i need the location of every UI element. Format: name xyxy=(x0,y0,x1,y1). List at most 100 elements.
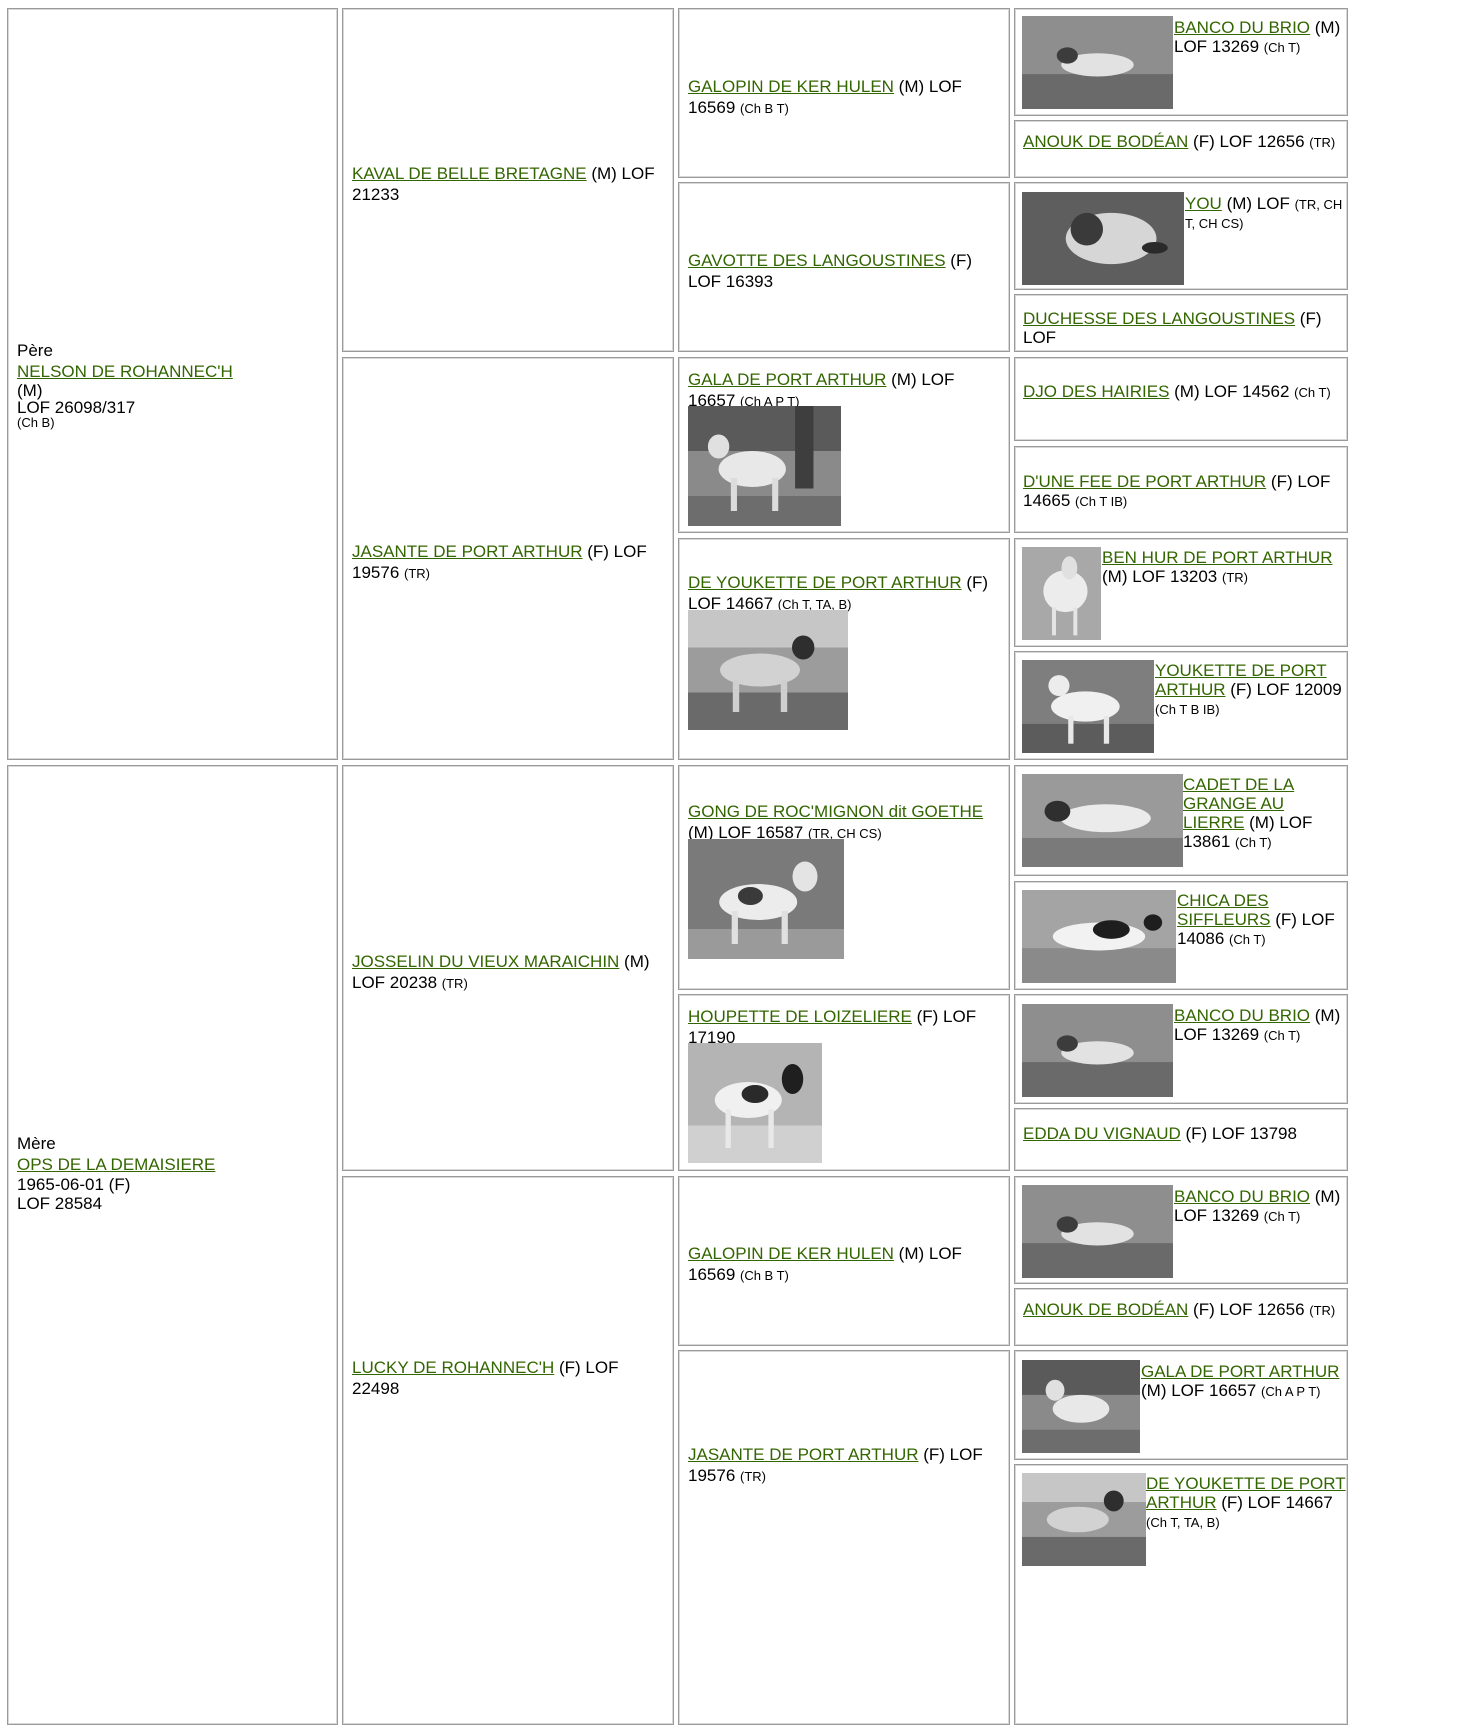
dog-name-link[interactable]: GALOPIN DE KER HULEN xyxy=(688,1244,894,1263)
dog-name-link[interactable]: BANCO DU BRIO xyxy=(1174,1187,1311,1206)
dog-info: (M) LOF xyxy=(1221,194,1295,213)
dog-info: (M) LOF 20238 xyxy=(352,952,650,992)
dog-name-link[interactable]: BANCO DU BRIO xyxy=(1174,18,1311,37)
dog-title: (Ch T B IB) xyxy=(1155,702,1220,717)
dog-name-link[interactable]: JOSSELIN DU VIEUX MARAICHIN xyxy=(352,952,620,971)
pedigree-cell: JOSSELIN DU VIEUX MARAICHIN (M) LOF 2023… xyxy=(342,765,674,1171)
dog-info: (M) LOF 16657 xyxy=(1141,1381,1261,1400)
pedigree-cell: GONG DE ROC'MIGNON dit GOETHE (M) LOF 16… xyxy=(678,765,1010,990)
dog-title: (Ch T) xyxy=(1229,932,1266,947)
pedigree-cell: CHICA DES SIFFLEURS (F) LOF 14086 (Ch T) xyxy=(1014,881,1348,990)
dog-name-link[interactable]: CHICA DES SIFFLEURS xyxy=(1177,891,1271,929)
dog-info: (F) LOF 14667 xyxy=(688,573,989,613)
dog-title: (Ch T IB) xyxy=(1075,494,1128,509)
pedigree-cell: YOUKETTE DE PORT ARTHUR (F) LOF 12009 (C… xyxy=(1014,651,1348,760)
pedigree-cell: GALA DE PORT ARTHUR (M) LOF 16657 (Ch A … xyxy=(1014,1350,1348,1460)
dog-info: (M) LOF 16569 xyxy=(688,77,962,117)
dog-name-link[interactable]: JASANTE DE PORT ARTHUR xyxy=(688,1445,919,1464)
dog-name-link[interactable]: BANCO DU BRIO xyxy=(1174,1006,1311,1025)
dog-info: (F) LOF 17190 xyxy=(688,1007,977,1047)
dog-title: (TR) xyxy=(740,1469,766,1484)
dog-name-link[interactable]: EDDA DU VIGNAUD xyxy=(1023,1124,1181,1143)
pedigree-cell: ANOUK DE BODÉAN (F) LOF 12656 (TR) xyxy=(1014,120,1348,178)
dog-title: (Ch B T) xyxy=(740,101,789,116)
dog-photo xyxy=(1022,774,1183,867)
dog-name-link[interactable]: GONG DE ROC'MIGNON dit GOETHE xyxy=(688,802,984,821)
dog-info: (F) LOF 19576 xyxy=(688,1445,983,1485)
dog-photo xyxy=(1022,547,1101,640)
dog-photo xyxy=(1022,192,1184,285)
dog-info: (F) LOF 13798 xyxy=(1180,1124,1297,1143)
dog-photo xyxy=(688,1043,822,1163)
dog-info: (M) LOF 14562 xyxy=(1169,382,1295,401)
dog-title: (TR) xyxy=(1222,570,1248,585)
pedigree-cell: GALOPIN DE KER HULEN (M) LOF 16569 (Ch B… xyxy=(678,8,1010,178)
dog-name-link[interactable]: ANOUK DE BODÉAN xyxy=(1023,132,1189,151)
dog-info: (F) LOF 12656 xyxy=(1188,132,1310,151)
sire-name-link[interactable]: NELSON DE ROHANNEC'H xyxy=(17,362,233,381)
dog-info: (F) LOF xyxy=(1023,309,1322,347)
pedigree-cell: BANCO DU BRIO (M) LOF 13269 (Ch T) xyxy=(1014,994,1348,1104)
dog-name-link[interactable]: JASANTE DE PORT ARTHUR xyxy=(352,542,583,561)
dog-name-link[interactable]: DUCHESSE DES LANGOUSTINES xyxy=(1023,309,1296,328)
dog-info: (M) LOF 16657 xyxy=(688,370,955,410)
dog-name-link[interactable]: YOUKETTE DE PORT ARTHUR xyxy=(1155,661,1327,699)
pedigree-cell: KAVAL DE BELLE BRETAGNE (M) LOF 21233 xyxy=(342,8,674,352)
dog-photo xyxy=(688,406,841,526)
sire-label: Père xyxy=(17,341,53,360)
dog-info: (F) LOF 22498 xyxy=(352,1358,619,1398)
pedigree-cell: DJO DES HAIRIES (M) LOF 14562 (Ch T) xyxy=(1014,357,1348,441)
dog-name-link[interactable]: DE YOUKETTE DE PORT ARTHUR xyxy=(688,573,962,592)
pedigree-cell: BEN HUR DE PORT ARTHUR (M) LOF 13203 (TR… xyxy=(1014,538,1348,647)
pedigree-cell: GALA DE PORT ARTHUR (M) LOF 16657 (Ch A … xyxy=(678,357,1010,533)
dog-title: (Ch T) xyxy=(1235,835,1272,850)
dog-title: (TR, CH CS) xyxy=(808,826,882,841)
dog-info: (F) LOF 12009 xyxy=(1225,680,1342,699)
dog-name-link[interactable]: DJO DES HAIRIES xyxy=(1023,382,1170,401)
dog-info: (F) LOF 14665 xyxy=(1023,472,1331,510)
dog-title: (Ch T) xyxy=(1263,1209,1301,1224)
dog-title: (Ch A P T) xyxy=(740,394,800,409)
pedigree-cell-dam: Mère OPS DE LA DEMAISIERE 1965-06-01 (F)… xyxy=(7,765,338,1725)
dog-title: (TR, CH T, CH CS) xyxy=(1185,197,1343,231)
pedigree-cell: JASANTE DE PORT ARTHUR (F) LOF 19576 (TR… xyxy=(678,1350,1010,1725)
dog-name-link[interactable]: GALOPIN DE KER HULEN xyxy=(688,77,894,96)
dog-name-link[interactable]: BEN HUR DE PORT ARTHUR xyxy=(1102,548,1333,567)
dog-info: (F) LOF 12656 xyxy=(1188,1300,1310,1319)
dog-photo xyxy=(1022,16,1173,109)
dog-info: (M) LOF 13269 xyxy=(1174,18,1341,56)
dog-title: (TR) xyxy=(1309,1303,1336,1318)
dog-photo xyxy=(688,839,844,959)
dog-info: (F) LOF 19576 xyxy=(352,542,647,582)
dog-name-link[interactable]: GALA DE PORT ARTHUR xyxy=(1141,1362,1340,1381)
dog-name-link[interactable]: HOUPETTE DE LOIZELIERE xyxy=(688,1007,912,1026)
dam-name-link[interactable]: OPS DE LA DEMAISIERE xyxy=(17,1155,216,1174)
dog-title: (Ch T, TA, B) xyxy=(777,597,852,612)
dog-name-link[interactable]: D'UNE FEE DE PORT ARTHUR xyxy=(1023,472,1267,491)
dam-label: Mère xyxy=(17,1134,56,1153)
dog-name-link[interactable]: KAVAL DE BELLE BRETAGNE xyxy=(352,164,587,183)
dog-name-link[interactable]: ANOUK DE BODÉAN xyxy=(1023,1300,1189,1319)
dog-name-link[interactable]: YOU xyxy=(1185,194,1222,213)
dog-info: (F) LOF 16393 xyxy=(688,251,973,291)
dog-photo xyxy=(1022,1004,1173,1097)
dog-info: (M) LOF 13269 xyxy=(1174,1006,1341,1044)
dog-name-link[interactable]: DE YOUKETTE DE PORT ARTHUR xyxy=(1146,1474,1346,1512)
pedigree-cell: JASANTE DE PORT ARTHUR (F) LOF 19576 (TR… xyxy=(342,357,674,760)
dog-name-link[interactable]: LUCKY DE ROHANNEC'H xyxy=(352,1358,555,1377)
pedigree-cell: BANCO DU BRIO (M) LOF 13269 (Ch T) xyxy=(1014,8,1348,116)
dog-name-link[interactable]: CADET DE LA GRANGE AU LIERRE xyxy=(1183,775,1295,832)
sire-title: (Ch B) xyxy=(17,415,55,430)
dog-photo xyxy=(1022,890,1176,983)
dog-name-link[interactable]: GALA DE PORT ARTHUR xyxy=(688,370,887,389)
pedigree-cell: DE YOUKETTE DE PORT ARTHUR (F) LOF 14667… xyxy=(1014,1464,1348,1725)
pedigree-cell: YOU (M) LOF (TR, CH T, CH CS) xyxy=(1014,182,1348,290)
dog-title: (Ch T) xyxy=(1263,1028,1301,1043)
pedigree-cell: HOUPETTE DE LOIZELIERE (F) LOF 17190 xyxy=(678,994,1010,1171)
dog-info: (F) LOF 14086 xyxy=(1177,910,1335,948)
pedigree-cell: D'UNE FEE DE PORT ARTHUR (F) LOF 14665 (… xyxy=(1014,446,1348,533)
pedigree-cell: BANCO DU BRIO (M) LOF 13269 (Ch T) xyxy=(1014,1176,1348,1284)
pedigree-cell: CADET DE LA GRANGE AU LIERRE (M) LOF 138… xyxy=(1014,765,1348,876)
dog-name-link[interactable]: GAVOTTE DES LANGOUSTINES xyxy=(688,251,946,270)
pedigree-cell: GAVOTTE DES LANGOUSTINES (F) LOF 16393 xyxy=(678,182,1010,352)
